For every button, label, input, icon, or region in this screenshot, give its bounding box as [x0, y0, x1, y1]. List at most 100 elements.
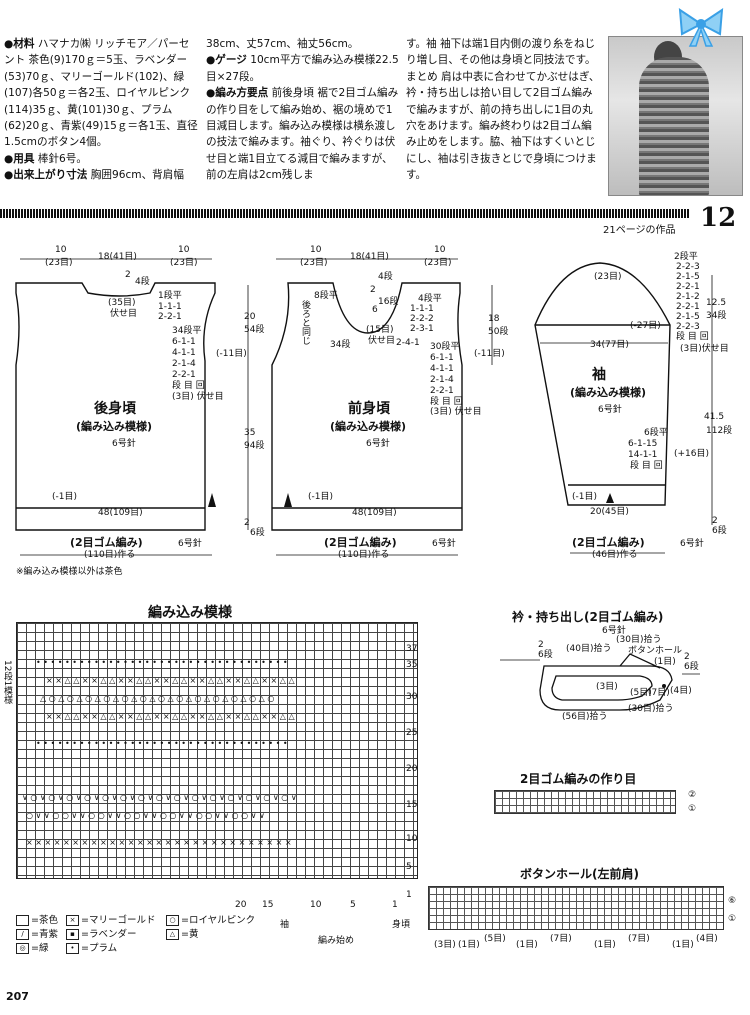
method-text: 前後身頃 裾で2目ゴム編みの作り目をして編み始め、裾の境めで1目減目します。編み…: [206, 87, 399, 182]
colorwork-chart: [16, 622, 418, 879]
sleeve-cap-8: 2-1-5: [676, 312, 700, 322]
front-top-dim-5: (23目): [424, 258, 452, 268]
method-label: ●編み方要点: [206, 87, 269, 100]
sleeve-cap-2: 2段平: [674, 252, 698, 262]
chart-symbols: • • • • • • • • • • • • • • • • • • • • …: [22, 658, 297, 847]
sleeve-cap-5: 2-2-1: [676, 282, 700, 292]
back-neck-6: 1-1-1: [158, 302, 182, 312]
back-pattern: (編み込み模様): [76, 420, 153, 433]
front-top-dim-2: (23目): [300, 258, 328, 268]
front-neck-7: 伏せ目: [368, 336, 396, 346]
color-note: ※編み込み模様以外は茶色: [16, 567, 123, 577]
front-neck-8: 34段: [330, 340, 351, 350]
sleeve-bottom-dec: (-1目): [572, 492, 597, 502]
front-rib-needle: 6号針: [432, 539, 456, 549]
front-side-dim-1: 18: [488, 314, 500, 324]
gauge-text: 10cm平方で編み込み模様22.5目×27段。: [206, 54, 399, 83]
buttonhole-label-4: (1目): [516, 940, 538, 950]
back-top-dim-1: 10: [55, 245, 67, 255]
legend-item-blue-purple: /=青紫: [16, 926, 58, 940]
legend-item-plum: •=プラム: [66, 940, 117, 954]
sleeve-inc-5: (+16目): [674, 449, 710, 459]
sleeve-rib-height-1: 2: [712, 516, 718, 526]
collar-title: 衿・持ち出し(2目ゴム編み): [512, 610, 664, 624]
front-arm-7: (3目) 伏せ目: [430, 407, 482, 417]
legend-symbol: △: [166, 929, 179, 940]
intro-col-1: ●材料 ハマナカ㈱ リッチモア／パーセント 茶色(9)170ｇ＝5玉、ラベンダー…: [4, 36, 200, 184]
back-rib-height-1: 2: [244, 518, 250, 528]
svg-text:△ ○ △ ○ △ ○ △ ○ △ ○ △ ○ △ ○ △: △ ○ △ ○ △ ○ △ ○ △ ○ △ ○ △ ○ △ ○ △ ○ △ ○ …: [40, 694, 274, 703]
back-rib-needle: 6号針: [178, 539, 202, 549]
front-neck-1: 8段平: [314, 291, 338, 301]
collar-label-4: (30目)拾う: [616, 635, 662, 645]
back-neck-7: 2-2-1: [158, 312, 182, 322]
back-side-dim-3: 35: [244, 428, 256, 438]
buttonhole-label-8: (1目): [672, 940, 694, 950]
front-bottom-dec: (-1目): [308, 492, 333, 502]
sleeve-cap-11: (-27目): [630, 321, 661, 331]
buttonhole-title: ボタンホール(左前肩): [520, 867, 639, 881]
back-rib-height-2: 6段: [250, 528, 265, 538]
legend-symbol: ▪: [66, 929, 79, 940]
chart-row-37: 37: [406, 644, 418, 654]
back-side-dim-4: 94段: [244, 441, 265, 451]
sleeve-pattern: (編み込み模様): [570, 386, 647, 399]
intro-col-3: す。袖 袖下は端1目内側の渡り糸をねじり増し目、その他は身頃と同技法です。まとめ…: [406, 36, 602, 184]
collar-label-14: (56目)拾う: [562, 712, 608, 722]
front-rib: (2目ゴム編み): [324, 536, 397, 549]
back-side-dec: (-11目): [216, 349, 247, 359]
sleeve-cap-7: 2-2-1: [676, 302, 700, 312]
collar-label-6: (1目): [654, 657, 676, 667]
tools-text: 棒針6号。: [37, 152, 87, 165]
collar-label-13: (30目)拾う: [628, 704, 674, 714]
chart-row-25: 25: [406, 728, 418, 738]
buttonhole-label-5: (7目): [550, 934, 572, 944]
buttonhole-label-1: (3目): [434, 940, 456, 950]
buttonhole-mark-6: ⑥: [728, 896, 737, 906]
collar-label-11: (7目): [648, 688, 670, 698]
front-neck-6: (15目): [366, 325, 394, 335]
svg-text:• • • • • • • • • • • • • • •: • • • • • • • • • • • • • • • • • • • • …: [36, 658, 288, 667]
sleeve-side-dim-1: 41.5: [704, 412, 725, 422]
back-side-dim-2: 54段: [244, 325, 265, 335]
front-neck-9: 4段平: [418, 294, 442, 304]
buttonhole-label-7: (7目): [628, 934, 650, 944]
intro-col-2: 38cm、丈57cm、袖丈56cm。 ●ゲージ 10cm平方で編み込み模様22.…: [206, 36, 400, 184]
sleeve-cap-15: 34段: [706, 311, 727, 321]
front-neck-13: 2-4-1: [396, 338, 420, 348]
buttonhole-label-9: (4目): [696, 934, 718, 944]
back-rib: (2目ゴム編み): [70, 536, 143, 549]
legend-symbol: ○: [166, 915, 179, 926]
method-cont-text: す。袖 袖下は端1目内側の渡り糸をねじり増し目、その他は身頃と同技法です。まとめ…: [406, 38, 600, 182]
front-title: 前身頃: [348, 401, 390, 417]
front-arm-4: 2-1-4: [430, 375, 454, 385]
front-arm-5: 2-2-1: [430, 386, 454, 396]
back-width: 48(109目): [98, 508, 143, 518]
cast-on-mark-2: ②: [688, 790, 697, 800]
chart-repeat-label: 12段1模様: [2, 660, 12, 705]
back-arm-7: (3目) 伏せ目: [172, 392, 224, 402]
materials-label: ●材料: [4, 38, 35, 50]
back-arm-1: 34段平: [172, 326, 202, 336]
svg-text:× × × × × × × × × × × × × × ×: × × × × × × × × × × × × × × × × × × × × …: [26, 838, 292, 847]
chart-row-10: 10: [406, 834, 418, 844]
front-side-dec: (-11目): [474, 349, 505, 359]
chart-col-10: 10: [310, 900, 322, 910]
chart-col-20: 20: [235, 900, 247, 910]
back-top-dim-5: (23目): [170, 258, 198, 268]
collar-label-2: 6段: [538, 650, 553, 660]
front-neck-12: 2-3-1: [410, 324, 434, 334]
chart-row-35: 35: [406, 660, 418, 670]
back-neck-4: 伏せ目: [110, 309, 138, 319]
back-bottom-dec: (-1目): [52, 492, 77, 502]
cast-on-grid: [494, 790, 676, 814]
legend-item-royal-pink: ○=ロイヤルピンク: [166, 912, 255, 926]
tools-label: ●用具: [4, 152, 35, 165]
front-top-dim-3: 18(41目): [350, 252, 389, 262]
collar-label-9: (3目): [596, 682, 618, 692]
chart-row-5: 5: [406, 862, 412, 872]
front-pattern: (編み込み模様): [330, 420, 407, 433]
chart-row-15: 15: [406, 800, 418, 810]
back-neck-5: 1段平: [158, 291, 182, 301]
back-cast-on: (110目)作る: [84, 550, 136, 560]
